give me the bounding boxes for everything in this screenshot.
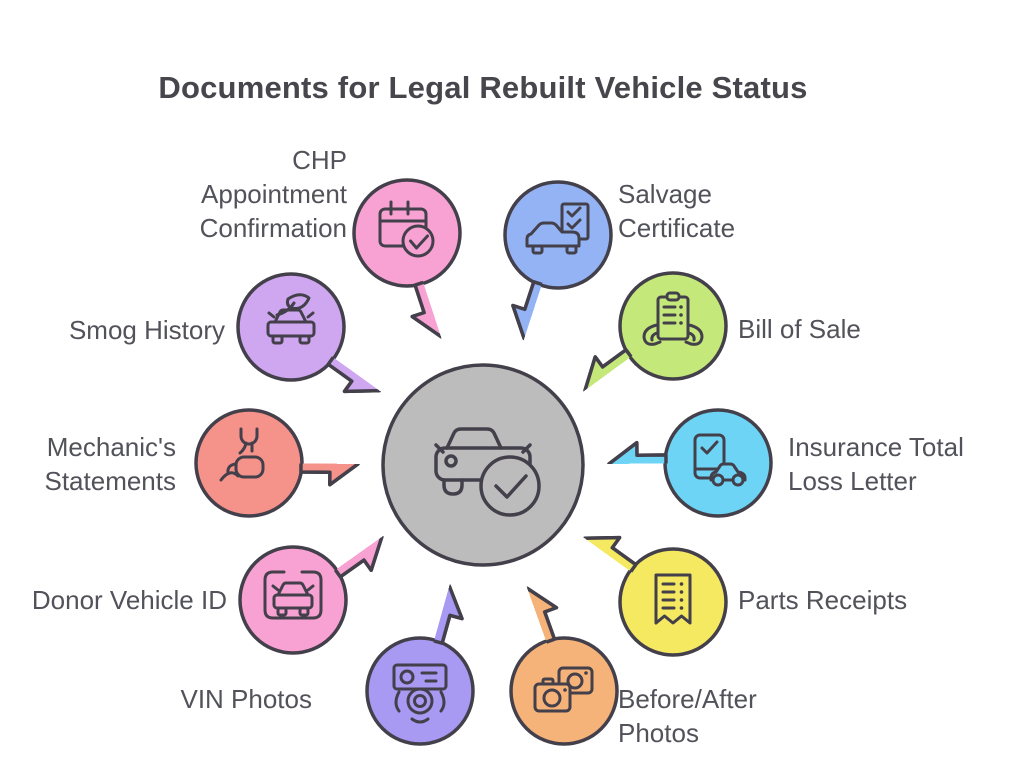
- wrench-hand-icon: [219, 427, 265, 482]
- node-smog-history: [236, 272, 382, 394]
- node-label-donor-vehicle-id: Donor Vehicle ID: [31, 585, 227, 615]
- node-label-vin-photos: VIN Photos: [180, 684, 312, 714]
- node-donor-vehicle-id: [238, 534, 384, 655]
- vin-camera-icon: [392, 663, 448, 724]
- node-mechanics-statements: [194, 408, 360, 518]
- node-circle: [618, 547, 728, 657]
- car-checklist-icon: [525, 202, 590, 255]
- arrow-to-center: [326, 348, 382, 394]
- node-parts-receipts: [582, 535, 728, 657]
- center-node: [381, 363, 585, 567]
- arrow-to-center: [511, 280, 555, 341]
- hands-document-icon: [642, 291, 704, 346]
- center-circle: [381, 363, 585, 567]
- node-vin-photos: [365, 584, 475, 746]
- calendar-check-icon: [378, 200, 435, 258]
- node-circle: [663, 408, 773, 518]
- node-label-mechanics-statements: Mechanic's Statements: [44, 432, 176, 496]
- car-frame-icon: [263, 570, 323, 620]
- camera-pair-icon: [533, 666, 594, 713]
- node-label-before-after-photos: Before/After Photos: [618, 684, 757, 748]
- phone-car-icon: [693, 433, 747, 487]
- node-circle: [365, 636, 475, 746]
- car-check-icon: [434, 427, 541, 517]
- arrow-to-center: [410, 278, 454, 339]
- node-insurance-total-loss-letter: [607, 408, 773, 518]
- arrow-to-center: [328, 534, 384, 579]
- node-label-chp-appointment-confirmation: CHP Appointment Confirmation: [199, 145, 347, 243]
- arrow-to-center: [607, 440, 668, 487]
- node-salvage-certificate: [503, 180, 613, 341]
- arrow-to-center: [299, 440, 360, 487]
- arrow-to-center: [515, 586, 559, 647]
- arrow-to-center: [419, 584, 464, 645]
- node-label-smog-history: Smog History: [68, 315, 225, 345]
- page-title: Documents for Legal Rebuilt Vehicle Stat…: [158, 70, 808, 105]
- node-label-bill-of-sale: Bill of Sale: [738, 314, 861, 344]
- node-label-insurance-total-loss-letter: Insurance Total Loss Letter: [788, 432, 964, 496]
- arrow-to-center: [582, 535, 638, 581]
- node-chp-appointment-confirmation: [352, 178, 462, 339]
- node-label-salvage-certificate: Salvage Certificate: [618, 179, 736, 243]
- node-label-parts-receipts: Parts Receipts: [738, 585, 908, 615]
- car-leaf-icon: [266, 293, 316, 345]
- arrow-to-center: [583, 348, 638, 393]
- receipt-icon: [654, 573, 692, 625]
- node-before-after-photos: [509, 586, 619, 746]
- node-bill-of-sale: [583, 271, 728, 393]
